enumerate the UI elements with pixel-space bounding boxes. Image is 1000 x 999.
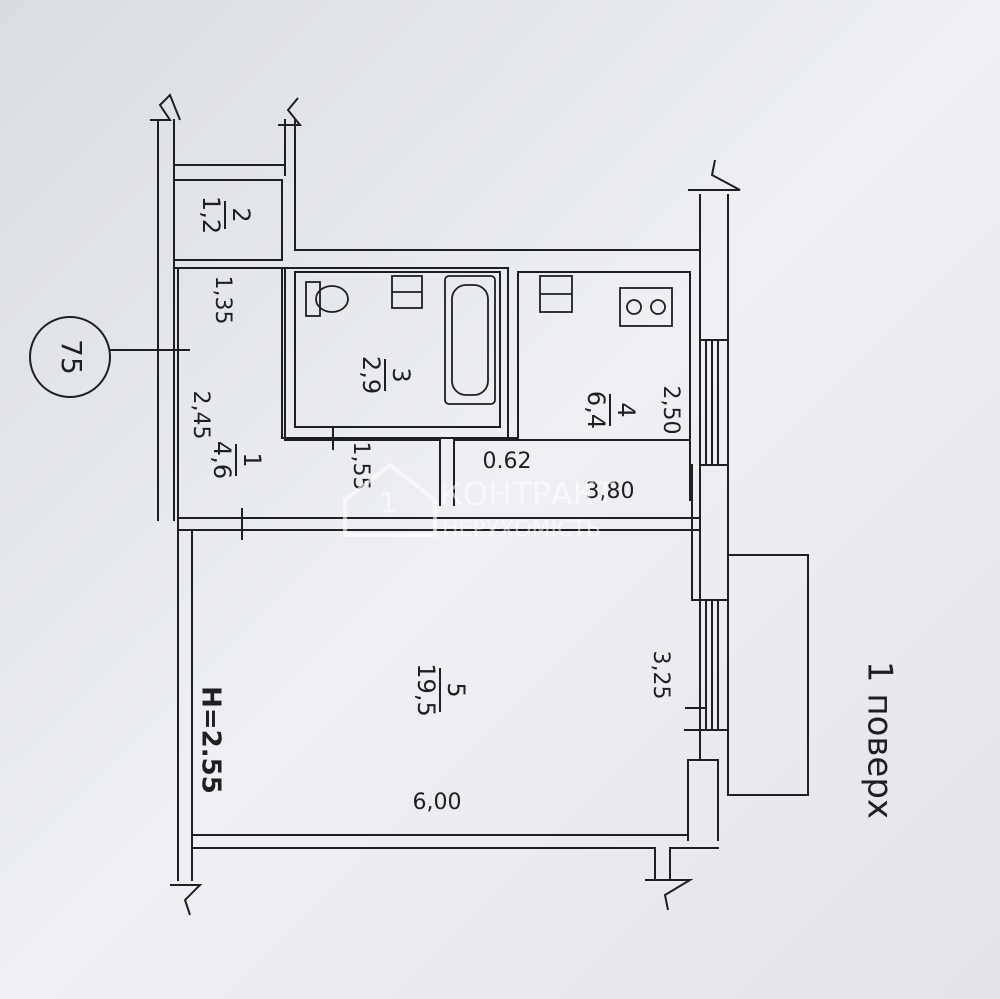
- balcony-outline: [727, 554, 809, 796]
- room-4-number: 4: [612, 402, 640, 417]
- room-2-area: 1,2: [197, 196, 225, 234]
- wall-break-icon: [278, 97, 303, 126]
- watermark-brand-line1: КОНТРАКТ: [440, 475, 615, 513]
- bathtub-icon: [444, 275, 496, 405]
- wall-break-icon: [170, 884, 203, 916]
- dim-3-80: 3,80: [586, 479, 635, 504]
- room-1-area: 4,6: [208, 441, 236, 479]
- watermark: 1 КОНТРАКТ НЕРУХОМІСТЬ: [343, 462, 615, 542]
- apartment-number: 75: [55, 339, 88, 375]
- watermark-brand-line2: НЕРУХОМІСТЬ: [442, 517, 601, 542]
- room-2-number: 2: [227, 207, 255, 222]
- apartment-badge: 75: [29, 316, 190, 398]
- room-3-outline: [281, 267, 509, 439]
- dim-1-35: 1,35: [210, 276, 235, 325]
- room-4-area: 6,4: [582, 391, 610, 429]
- wall-break-icon: [645, 879, 694, 911]
- wall-break-icon: [688, 159, 741, 191]
- dim-6-00: 6,00: [413, 790, 462, 815]
- room-4-outline: [507, 271, 691, 501]
- house-logo-icon: [343, 462, 437, 537]
- dim-2-45: 2,45: [188, 391, 213, 440]
- ceiling-height: H=2.55: [196, 686, 226, 794]
- dim-2-50: 2,50: [658, 386, 683, 435]
- partition-wall: [177, 439, 701, 531]
- dim-0-62: 0.62: [483, 449, 532, 474]
- kitchen-sink-icon: [539, 275, 573, 313]
- room-1-number: 1: [238, 452, 266, 467]
- sink-icon: [391, 275, 423, 309]
- dim-3-25: 3,25: [648, 651, 673, 700]
- room-5-number: 5: [442, 682, 470, 697]
- room-3-number: 3: [387, 367, 415, 382]
- room-5-area: 19,5: [412, 663, 440, 716]
- wall-break-icon: [150, 93, 181, 121]
- watermark-logo-digit: 1: [379, 486, 397, 519]
- stove-icon: [619, 287, 673, 327]
- toilet-icon: [305, 281, 349, 317]
- room-1-outline: [173, 267, 286, 519]
- room-2-outline: [173, 179, 283, 261]
- room-3-area: 2,9: [357, 356, 385, 394]
- floor-label: 1 поверх: [860, 661, 900, 819]
- room-5-outline: [191, 834, 719, 881]
